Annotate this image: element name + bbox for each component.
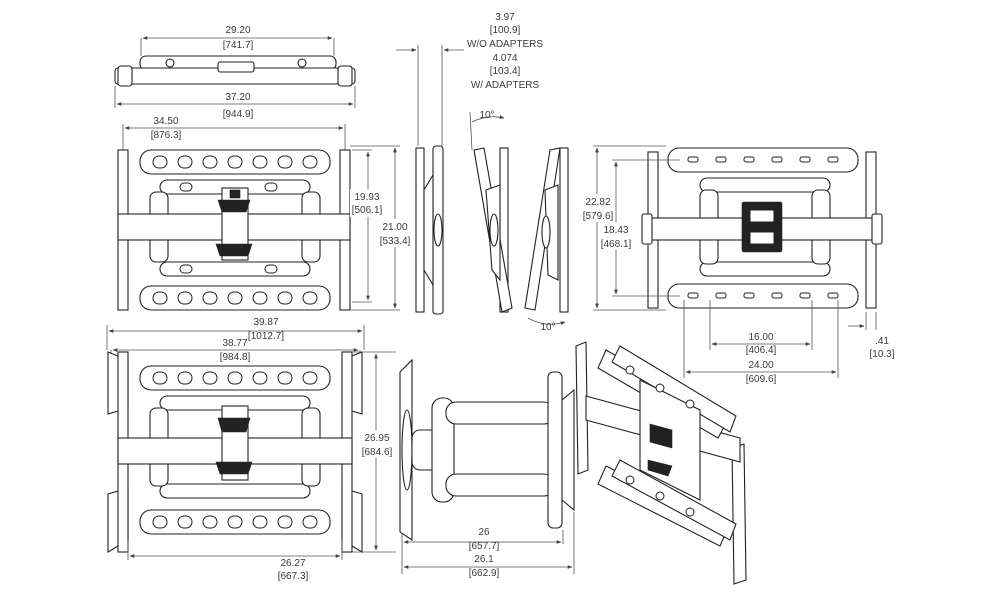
dim-38-77-in: 38.77: [222, 338, 247, 349]
dim-26-in: 26: [478, 527, 490, 538]
dim-38-77-mm: [984.8]: [220, 352, 251, 363]
dim-29-20-mm: [741.7]: [223, 40, 254, 51]
dim-29-20: 29.20 [741.7]: [140, 25, 335, 56]
dim-26: 26 [657.7]: [401, 527, 564, 574]
side-view-straight: [415, 145, 444, 315]
dim-19-93: 19.93 [506.1]: [350, 149, 384, 303]
isometric-view-drawing: [575, 341, 747, 585]
dim-37-20: 37.20 [944.9]: [114, 86, 356, 120]
dim-26-95-mm: [684.6]: [362, 447, 393, 458]
side-view-tilt-down: 10°: [469, 110, 513, 313]
tilt-bottom-label: 10°: [540, 322, 555, 333]
dim-21-00-mm: [533.4]: [380, 236, 411, 247]
side-extended-view-drawing: [399, 358, 575, 542]
dim-24-00-mm: [609.6]: [746, 374, 777, 385]
dim-22-82-mm: [579.6]: [583, 211, 614, 222]
depth-w-mm: [103.4]: [490, 66, 521, 77]
dim-24-00: 24.00 [609.6]: [683, 300, 839, 385]
dim-26-95-in: 26.95: [364, 433, 389, 444]
side-view-tilt-up: 10°: [524, 147, 569, 333]
dim-37-20-in: 37.20: [225, 92, 250, 103]
dim-26-27-in: 26.27: [280, 558, 305, 569]
dim-38-77: 38.77 [984.8]: [110, 338, 361, 363]
tilt-top-label: 10°: [479, 110, 494, 121]
dim-22-82-in: 22.82: [585, 197, 610, 208]
dim-26-1-mm: [662.9]: [469, 568, 500, 579]
front-view-drawing: [117, 149, 351, 311]
extended-front-view-drawing: [107, 351, 363, 553]
dim-22-82: 22.82 [579.6]: [578, 145, 666, 311]
depth-w-in: 4.074: [492, 53, 517, 64]
dim-26-95: 26.95 [684.6]: [352, 351, 396, 553]
dim-19-93-in: 19.93: [354, 192, 379, 203]
dim-39-87-in: 39.87: [253, 317, 278, 328]
dim-24-00-in: 24.00: [748, 360, 773, 371]
dim-26-1: 26.1 [662.9]: [403, 512, 575, 579]
dim-16-00-mm: [406.4]: [746, 345, 777, 356]
dim-39-87: 39.87 [1012.7]: [106, 317, 365, 350]
depth-wo-label: W/O ADAPTERS: [467, 39, 543, 50]
depth-wo-in: 3.97: [495, 12, 515, 23]
dim-34-50-in: 34.50: [153, 116, 178, 127]
dim-18-43-mm: [468.1]: [601, 239, 632, 250]
dim-26-27: 26.27 [667.3]: [127, 540, 343, 582]
top-view-drawing: [114, 55, 356, 87]
dim-0-41-in: .41: [875, 336, 889, 347]
back-view-drawing: [641, 147, 883, 309]
depth-w-label: W/ ADAPTERS: [471, 80, 540, 91]
dim-18-43-in: 18.43: [603, 225, 628, 236]
dim-34-50: 34.50 [876.3]: [122, 116, 346, 152]
dim-0-41: .41 [10.3]: [848, 312, 895, 360]
dim-0-41-mm: [10.3]: [869, 349, 894, 360]
dim-19-93-mm: [506.1]: [352, 205, 383, 216]
dim-37-20-mm: [944.9]: [223, 109, 254, 120]
dim-26-mm: [657.7]: [469, 541, 500, 552]
dim-39-87-mm: [1012.7]: [248, 331, 284, 342]
dim-26-27-mm: [667.3]: [278, 571, 309, 582]
depth-callout: 3.97 [100.9] W/O ADAPTERS 4.074 [103.4] …: [396, 12, 543, 146]
depth-wo-mm: [100.9]: [490, 25, 521, 36]
dim-34-50-mm: [876.3]: [151, 130, 182, 141]
dim-21-00: 21.00 [533.4]: [350, 145, 412, 311]
dim-29-20-in: 29.20: [225, 25, 250, 36]
dim-16-00-in: 16.00: [748, 332, 773, 343]
dim-18-43: 18.43 [468.1]: [598, 159, 680, 297]
dim-16-00: 16.00 [406.4]: [709, 300, 813, 356]
dim-21-00-in: 21.00: [382, 222, 407, 233]
dim-26-1-in: 26.1: [474, 554, 494, 565]
